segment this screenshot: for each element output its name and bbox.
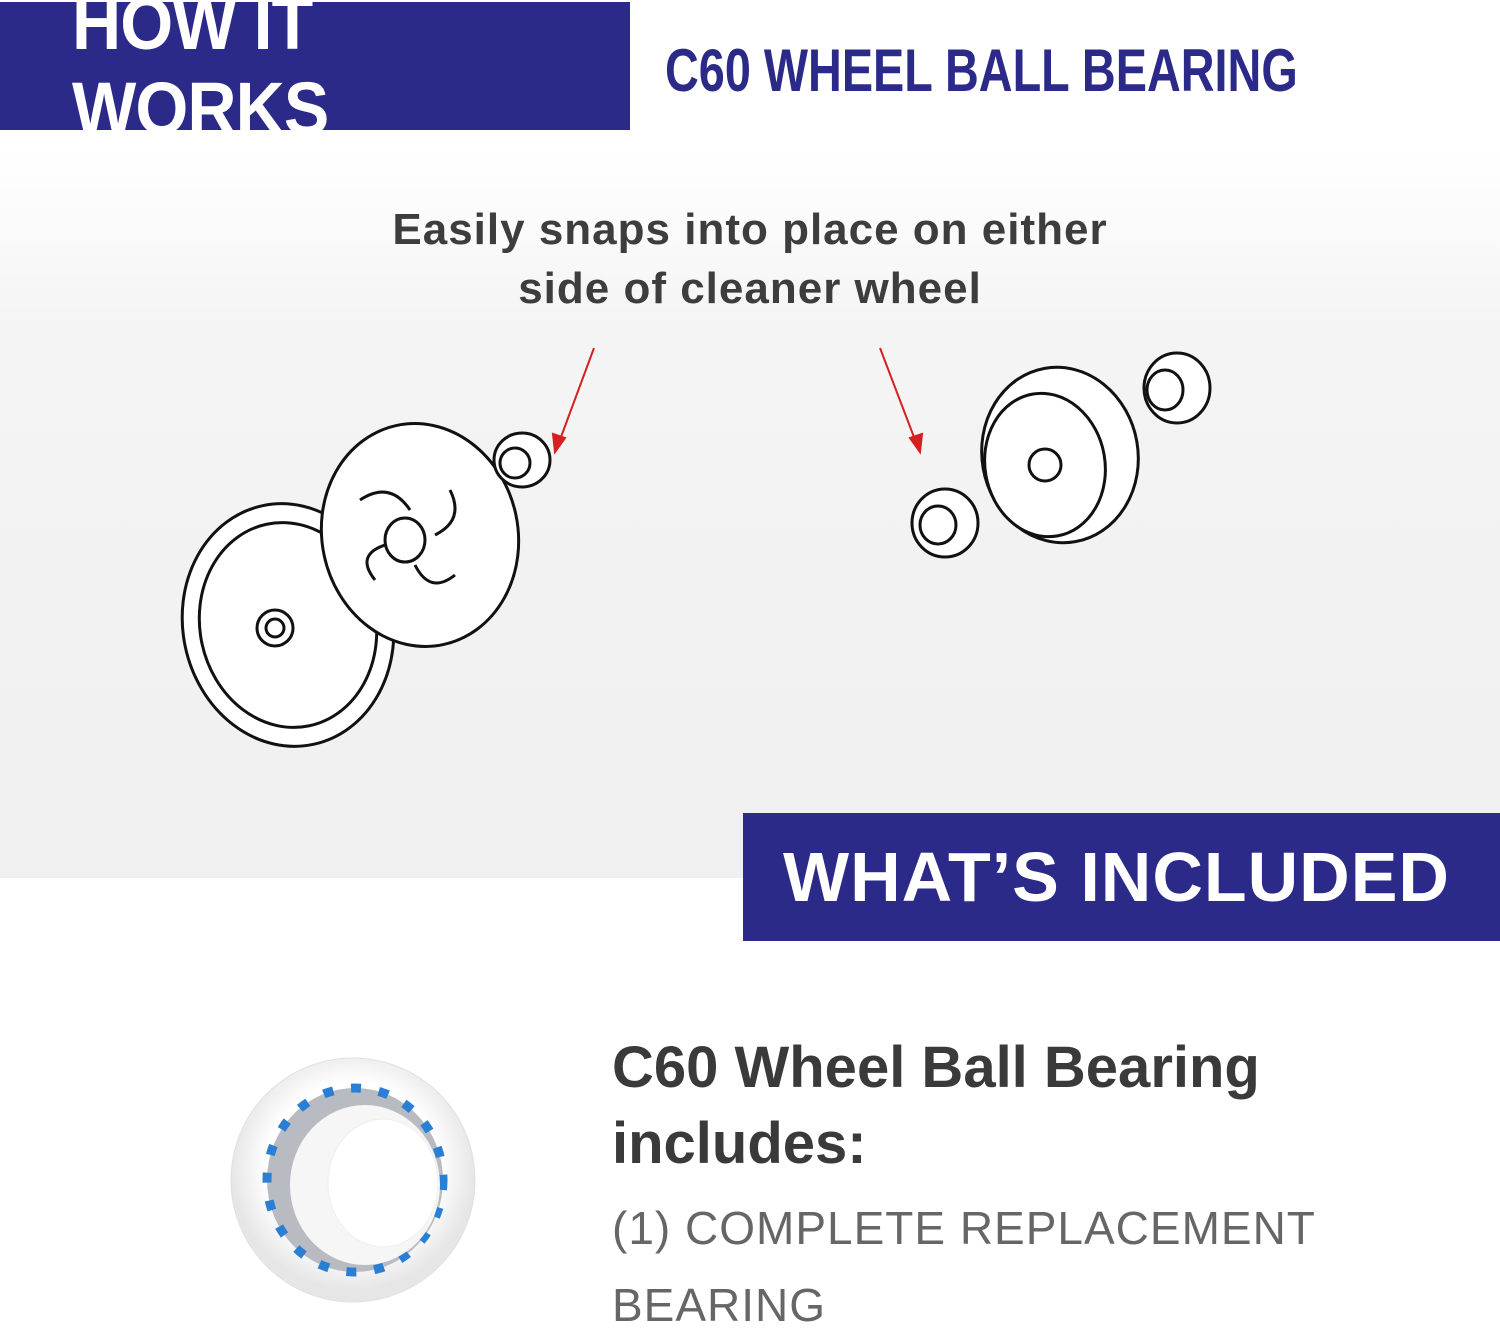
whats-included-banner: WHAT’S INCLUDED (743, 813, 1500, 941)
caption: Easily snaps into place on either side o… (300, 200, 1200, 318)
bearing-left-icon (492, 431, 552, 489)
included-heading: C60 Wheel Ball Bearing includes: (612, 1030, 1260, 1182)
whats-included-title: WHAT’S INCLUDED (783, 838, 1450, 916)
bearing-right-top-icon (1142, 351, 1212, 425)
included-description: (1) COMPLETE REPLACEMENT BEARING (612, 1190, 1332, 1344)
included-desc-line-2: BEARING (612, 1279, 827, 1331)
wheel-hub-icon (319, 422, 521, 648)
wheel-right-icon (980, 365, 1140, 545)
arrow-left-icon (557, 347, 595, 446)
included-heading-line-2: includes: (612, 1111, 867, 1176)
how-it-works-title: HOW IT WORKS (72, 0, 329, 150)
arrow-right-icon (879, 347, 918, 446)
product-title: C60 WHEEL BALL BEARING (665, 37, 1298, 104)
included-heading-line-1: C60 Wheel Ball Bearing (612, 1035, 1260, 1100)
caption-line-1: Easily snaps into place on either (392, 205, 1108, 254)
ball-bearing-image (230, 1057, 476, 1303)
bearing-right-bottom-icon (910, 487, 980, 559)
caption-line-2: side of cleaner wheel (518, 264, 982, 313)
how-it-works-banner: HOW IT WORKS (0, 0, 630, 150)
arrows (551, 347, 924, 455)
included-desc-line-1: (1) COMPLETE REPLACEMENT (612, 1202, 1316, 1254)
wheel-diagram (180, 347, 1212, 748)
